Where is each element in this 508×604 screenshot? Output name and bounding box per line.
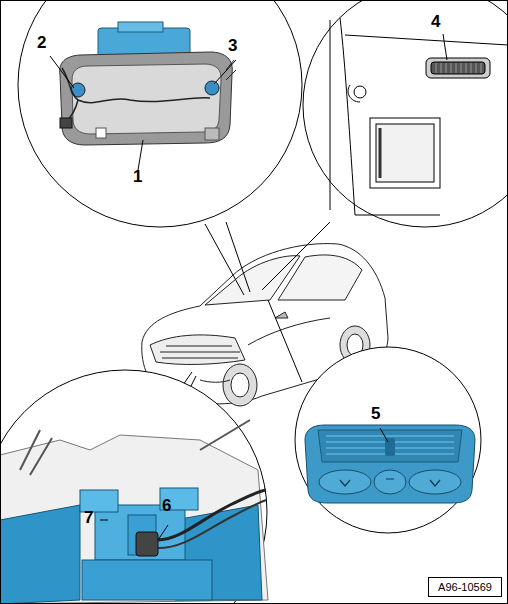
reference-box: A96-10569: [428, 577, 502, 597]
drawing-part: [72, 64, 221, 134]
drawing-part: [18, 0, 302, 227]
drawing-part: [95, 505, 185, 560]
drawing-part: [262, 222, 330, 290]
callout-number: 6: [162, 497, 171, 515]
leader-lines: [178, 222, 330, 396]
drawing-part: [150, 335, 245, 365]
drawing-part: [303, 0, 508, 227]
callout-leaders: [50, 34, 447, 540]
drawing-part: [160, 346, 240, 358]
drawing-part: [409, 470, 461, 494]
drawing-part: [50, 56, 74, 88]
drawing-part: [318, 430, 462, 462]
drawing-part: [158, 490, 266, 540]
drawing-part: [223, 364, 257, 406]
drawing-part: [380, 428, 388, 442]
drawing-part: [158, 500, 266, 548]
drawing-part: [431, 62, 485, 74]
callout-number: 7: [84, 509, 93, 527]
drawing-part: [345, 35, 508, 45]
figure-number: A96-10569: [438, 581, 492, 593]
drawing-part: [248, 318, 330, 345]
drawing-part: [231, 373, 249, 397]
drawing-part: [82, 560, 212, 600]
callout-number: 1: [133, 168, 142, 186]
drawing-part: [295, 347, 481, 533]
roof-module: [60, 22, 236, 145]
drawing-part: [118, 22, 163, 32]
drawing-part: [200, 380, 230, 382]
drawing-part: [348, 85, 360, 102]
drawing-part: [205, 224, 244, 295]
control-unit-assembly: [0, 420, 268, 604]
drawing-part: [0, 505, 80, 604]
drawing-part: [330, 18, 355, 215]
drawing-part: [319, 470, 371, 494]
callout-number: 2: [37, 34, 46, 52]
drawing-part: [136, 532, 158, 556]
drawing-part: [0, 435, 268, 604]
drawing-part: [60, 52, 233, 145]
drawing-part: [138, 140, 143, 170]
drawing-part: [62, 68, 210, 103]
drawing-part: [443, 34, 447, 60]
drawing-part: [268, 300, 302, 382]
light-panel: [305, 425, 475, 503]
callout-number: 5: [371, 405, 380, 423]
drawing-part: [205, 81, 219, 95]
drawing-part: [0, 370, 267, 604]
drawing-part: [370, 118, 440, 188]
drawing-part: [376, 124, 434, 182]
drawing-part: [96, 128, 106, 138]
drawing-part: [426, 58, 490, 78]
drawing-part: [226, 222, 250, 292]
drawing-part: [100, 520, 108, 521]
callout-number: 3: [228, 37, 237, 55]
sun-visor: [330, 18, 508, 215]
drawing-part: [354, 86, 366, 98]
drawing-part: [60, 118, 72, 128]
drawing-part: [436, 63, 481, 73]
drawing-part: [214, 60, 236, 84]
drawing-part: [305, 425, 475, 503]
drawing-part: [355, 215, 440, 216]
callout-number: 4: [431, 13, 440, 31]
drawing-part: [275, 312, 288, 318]
drawing-part: [340, 479, 440, 486]
drawing-part: [374, 470, 406, 494]
drawing-part: [158, 525, 168, 540]
drawing-part: [20, 420, 250, 475]
drawing-part: [205, 128, 219, 140]
drawing-part: [385, 438, 395, 456]
drawing-part: [379, 128, 382, 178]
